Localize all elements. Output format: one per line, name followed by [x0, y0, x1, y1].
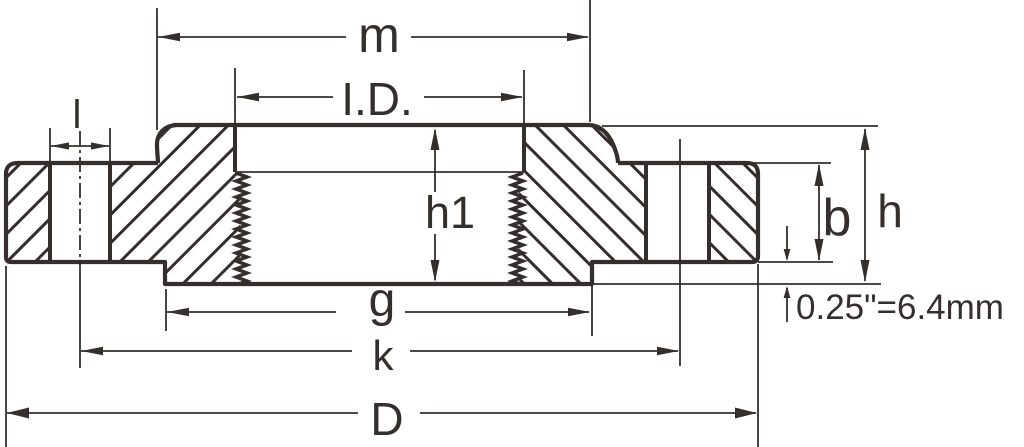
arrowhead-up	[430, 128, 440, 150]
arrowhead-up	[860, 128, 870, 150]
dimension-k: k	[81, 332, 679, 379]
arrowhead-up	[814, 164, 824, 186]
arrowhead-left	[7, 407, 29, 419]
hatch-left-rim	[6, 163, 50, 262]
dimension-h1: h1	[425, 128, 475, 282]
dimension-h: h	[860, 128, 903, 282]
arrowhead-right	[91, 142, 109, 150]
arrowhead-down	[783, 249, 791, 261]
flange-top-face-left	[3, 160, 158, 175]
arrowhead-down	[860, 260, 870, 282]
arrowhead-right	[568, 307, 590, 317]
arrowhead-left	[167, 307, 189, 317]
dimension-id: I.D.	[237, 73, 523, 125]
dim-label-l: l	[73, 93, 82, 137]
flange-right-edge	[751, 174, 761, 265]
arrowhead-left	[158, 32, 180, 42]
dimension-b: b	[814, 164, 852, 261]
flange-left-edge	[3, 174, 12, 265]
dim-label-b: b	[823, 189, 852, 247]
dim-label-h: h	[877, 185, 903, 237]
arrowhead-up	[783, 286, 791, 298]
dim-label-id: I.D.	[341, 73, 413, 125]
dim-label-m: m	[358, 7, 400, 63]
thread-zigzag-right	[507, 171, 528, 286]
arrowhead-left	[81, 346, 103, 356]
arrowhead-down	[430, 260, 440, 282]
dimension-m: m	[158, 7, 589, 63]
flange-cross-section	[3, 122, 761, 287]
arrowhead-right	[735, 407, 757, 419]
arrowhead-left	[237, 92, 259, 102]
raised-face-note: 0.25"=6.4mm	[796, 288, 1004, 327]
flange-top-face-right	[618, 160, 761, 175]
dim-label-h1: h1	[425, 187, 475, 238]
dimension-D: D	[7, 393, 757, 445]
arrowhead-right	[567, 32, 589, 42]
hub-left-fillet	[154, 122, 177, 164]
arrowhead-right	[501, 92, 523, 102]
arrowhead-down	[814, 239, 824, 261]
dim-label-D: D	[370, 393, 403, 445]
dim-label-k: k	[373, 332, 395, 379]
arrowhead-left	[51, 142, 69, 150]
dim-label-g: g	[369, 274, 396, 327]
dimension-g: g	[167, 274, 590, 327]
extension-lines	[5, 0, 881, 447]
dimension-l: l	[51, 93, 109, 150]
hatch-right-rim	[709, 163, 758, 262]
arrowhead-right	[657, 346, 679, 356]
hub-right-fillet	[589, 122, 621, 164]
thread-zigzag-left	[231, 171, 252, 286]
flange-bottom-and-raised-face	[11, 259, 752, 287]
hatch-right-hub	[518, 125, 646, 284]
dimension-raised-face: 0.25"=6.4mm	[783, 226, 1004, 327]
